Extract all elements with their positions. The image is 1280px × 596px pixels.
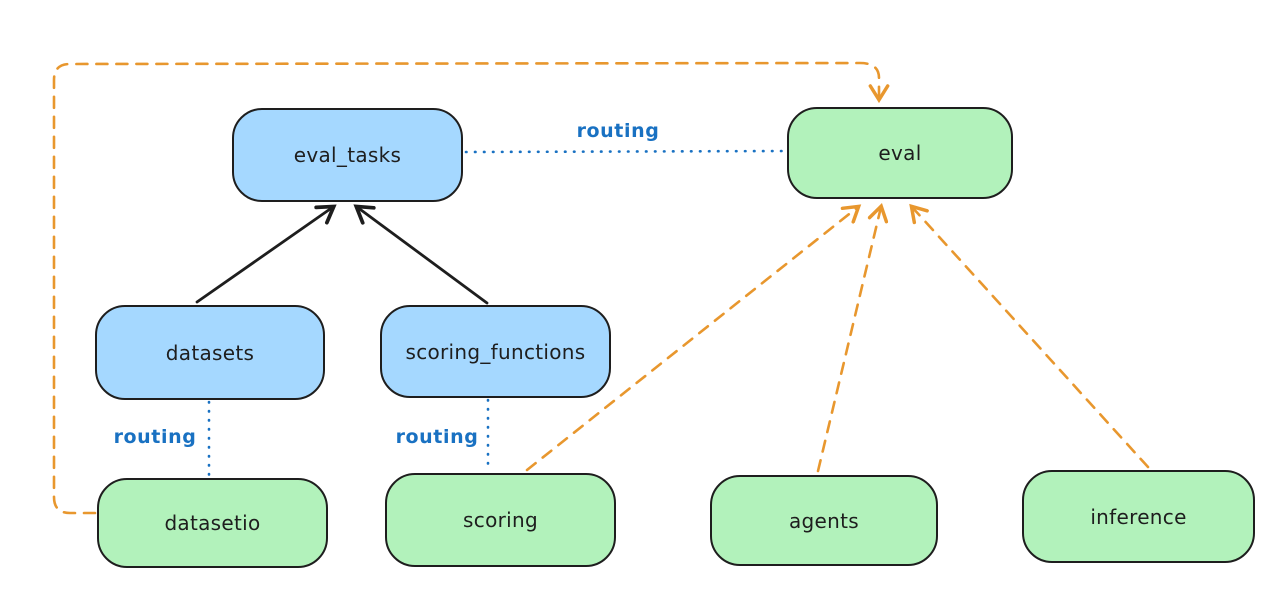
node-datasetio-label: datasetio: [164, 511, 261, 535]
edge-datasetio-to-eval: [52, 61, 890, 515]
node-datasetio: datasetio: [97, 478, 328, 568]
edge-datasets-to-eval-tasks: [195, 204, 337, 304]
node-eval-tasks-label: eval_tasks: [293, 143, 402, 167]
edge-agents-to-eval: [816, 202, 889, 473]
node-inference: inference: [1022, 470, 1255, 563]
routing-label-eval-tasks-eval: routing: [576, 120, 660, 142]
node-scoring-label: scoring: [463, 508, 538, 532]
routing-label-scoring-functions-scoring: routing: [395, 426, 479, 448]
node-datasets-label: datasets: [165, 340, 255, 365]
edge-inference-to-eval: [909, 203, 1150, 469]
node-scoring-functions: scoring_functions: [380, 305, 611, 398]
node-scoring-functions-label: scoring_functions: [405, 339, 586, 364]
edge-scoring-to-eval: [525, 204, 862, 472]
node-agents: agents: [710, 475, 938, 566]
node-agents-label: agents: [789, 508, 859, 533]
edge-scoring-functions-to-eval-tasks: [353, 204, 489, 305]
edge-eval-tasks-to-eval-routing: [464, 149, 787, 154]
node-eval: eval: [787, 107, 1013, 199]
node-eval-label: eval: [878, 141, 922, 165]
node-eval-tasks: eval_tasks: [232, 108, 463, 202]
routing-label-datasets-datasetio: routing: [113, 426, 197, 448]
node-scoring: scoring: [385, 473, 616, 567]
node-datasets: datasets: [95, 305, 325, 400]
node-inference-label: inference: [1090, 504, 1187, 529]
